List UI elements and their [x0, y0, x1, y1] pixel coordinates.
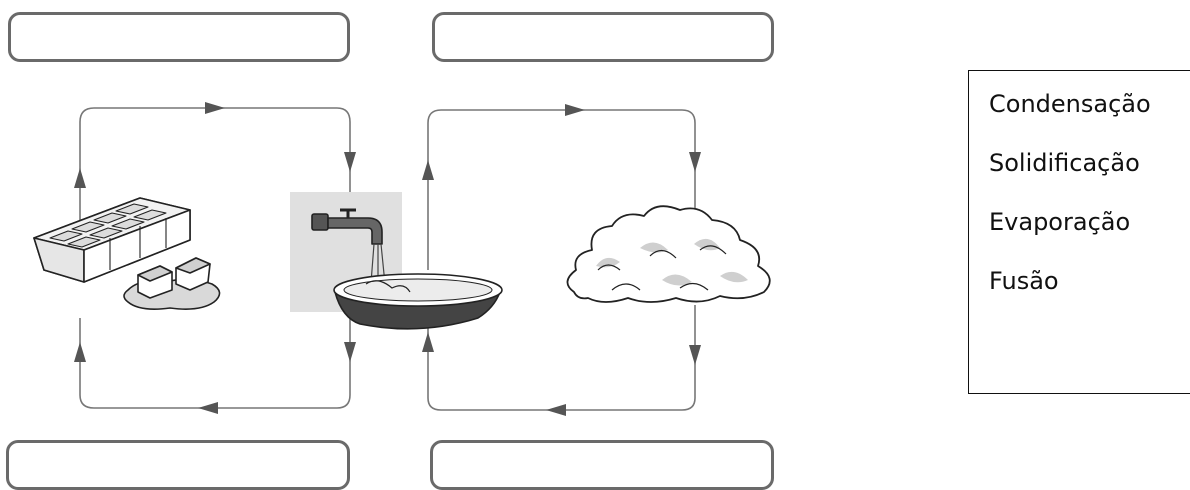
arrowhead-up-icon: [422, 160, 434, 180]
arrowhead-left-icon: [198, 402, 218, 414]
arrowhead-right-icon: [205, 102, 225, 114]
arrowhead-down-icon: [344, 342, 356, 362]
arrowhead-up-icon: [74, 342, 86, 362]
arrowhead-down-icon: [344, 152, 356, 172]
tap-basin-icon: [290, 192, 502, 329]
word-bank-item: Condensação: [989, 85, 1190, 123]
cloud-icon: [567, 206, 769, 302]
arrow-bottom-left: [80, 315, 350, 408]
arrowhead-down-icon: [689, 345, 701, 365]
word-bank-item: Fusão: [989, 262, 1190, 300]
ice-tray-icon: [34, 198, 220, 309]
arrowhead-left-icon: [546, 404, 566, 416]
word-bank-item: Solidificação: [989, 144, 1190, 182]
arrowhead-down-icon: [689, 152, 701, 172]
arrowhead-up-icon: [422, 332, 434, 352]
word-list: Condensação Solidificação Evaporação Fus…: [969, 71, 1190, 300]
arrowhead-up-icon: [74, 168, 86, 188]
word-bank: Condensação Solidificação Evaporação Fus…: [968, 70, 1190, 394]
state-change-diagram: [0, 0, 960, 473]
arrowhead-right-icon: [565, 104, 585, 116]
word-bank-item: Evaporação: [989, 203, 1190, 241]
